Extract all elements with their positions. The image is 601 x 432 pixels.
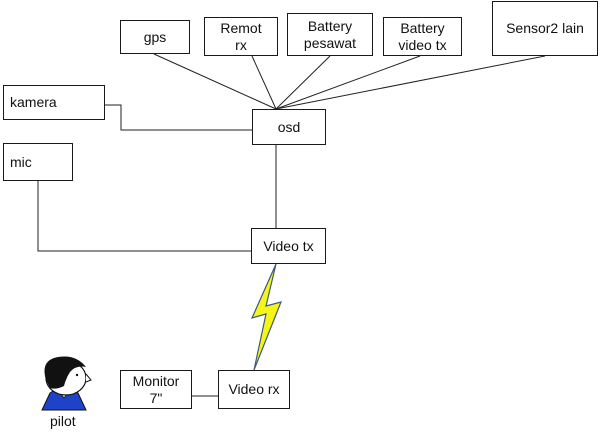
pilot-avatar-icon <box>41 356 92 411</box>
line-remot-osd <box>251 55 277 110</box>
node-monitor: Monitor 7" <box>120 370 192 409</box>
wireless-link-bolt-icon <box>250 263 282 371</box>
line-mic-videotx <box>37 181 251 252</box>
line-battery-pesawat-osd <box>275 55 331 110</box>
node-mic: mic <box>3 143 73 181</box>
node-osd: osd <box>252 109 326 145</box>
node-gps: gps <box>120 20 190 54</box>
line-sensor2-osd <box>275 55 546 110</box>
pilot-label: pilot <box>50 413 76 429</box>
node-remot-rx: Remot rx <box>204 17 278 56</box>
node-battery-pesawat: Battery pesawat <box>287 13 373 56</box>
node-battery-video-tx: Battery video tx <box>383 17 462 56</box>
node-kamera: kamera <box>3 85 105 120</box>
node-video-rx: Video rx <box>218 370 290 409</box>
node-video-tx: Video tx <box>251 228 326 264</box>
node-sensor2-lain: Sensor2 lain <box>492 1 598 56</box>
line-battery-video-osd <box>275 55 421 110</box>
line-gps-osd <box>153 53 277 110</box>
line-kamera-osd <box>105 104 252 131</box>
